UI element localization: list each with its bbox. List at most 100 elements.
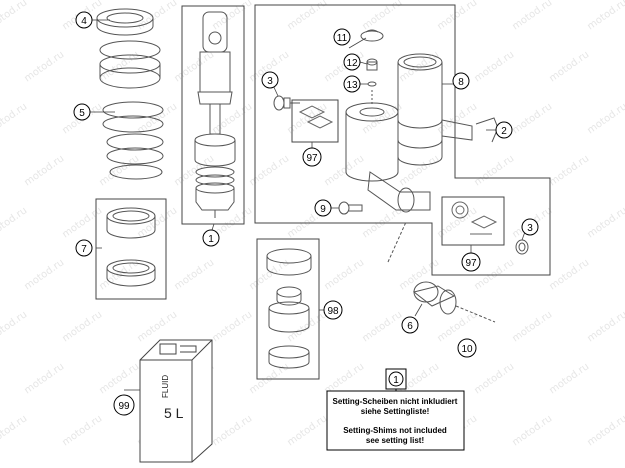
svg-text:11: 11 (337, 33, 348, 44)
fluid-can: FLUID 5 L (139, 339, 213, 463)
watermark-text: motod.ru (22, 49, 66, 84)
callout-7: 7 (75, 239, 93, 257)
bearing-bottom (451, 201, 498, 235)
watermark-text: motod.ru (585, 309, 625, 344)
watermark-text: motod.ru (0, 101, 29, 136)
watermark-text: motod.ru (60, 413, 104, 448)
setting-shims-note: 1 Setting-Scheiben nicht inkludiert sieh… (326, 368, 465, 451)
callout-4: 4 (75, 11, 93, 29)
svg-text:4: 4 (81, 16, 87, 27)
watermark-text: motod.ru (360, 309, 404, 344)
callout-2: 2 (495, 121, 513, 139)
watermark-text: motod.ru (0, 309, 29, 344)
watermark-text: motod.ru (322, 153, 366, 188)
watermark-text: motod.ru (547, 257, 591, 292)
watermark-text: motod.ru (547, 49, 591, 84)
callout-3-right: 3 (521, 218, 539, 236)
can-fluid-label: FLUID (161, 375, 170, 398)
watermark-text: motod.ru (0, 413, 29, 448)
watermark-text: motod.ru (510, 0, 554, 32)
watermark-text: motod.ru (22, 361, 66, 396)
svg-text:97: 97 (465, 258, 477, 269)
callout-3-left: 3 (261, 71, 279, 89)
svg-text:2: 2 (501, 126, 507, 137)
watermark-text: motod.ru (585, 0, 625, 32)
watermark-text: motod.ru (585, 413, 625, 448)
part-97-frame-top (291, 99, 339, 143)
watermark-text: motod.ru (22, 257, 66, 292)
bleed-screw (338, 201, 363, 215)
watermark-text: motod.ru (210, 101, 254, 136)
svg-text:7: 7 (81, 244, 87, 255)
watermark-text: motod.ru (22, 153, 66, 188)
svg-text:9: 9 (320, 204, 326, 215)
svg-text:98: 98 (327, 306, 339, 317)
svg-text:6: 6 (407, 321, 413, 332)
shock-body (345, 53, 499, 213)
guide-ring-pair (106, 207, 156, 287)
watermark-text: motod.ru (322, 257, 366, 292)
part-7-frame (95, 198, 167, 300)
svg-text:97: 97 (306, 153, 318, 164)
watermark-text: motod.ru (210, 0, 254, 32)
callout-98: 98 (323, 300, 343, 320)
watermark-text: motod.ru (397, 153, 441, 188)
watermark-text: motod.ru (472, 153, 516, 188)
bushing-left (273, 95, 300, 111)
watermark-text: motod.ru (547, 153, 591, 188)
watermark-text: motod.ru (0, 0, 29, 32)
part-1-frame (181, 5, 245, 225)
callout-97-top: 97 (302, 147, 322, 167)
part-98-frame (256, 238, 320, 380)
watermark-text: motod.ru (97, 153, 141, 188)
part-97-frame-bottom (441, 196, 505, 246)
watermark-text: motod.ru (585, 205, 625, 240)
watermark-text: motod.ru (172, 257, 216, 292)
callout-8: 8 (452, 72, 470, 90)
note-line-2: siehe Settingliste! (361, 407, 429, 416)
svg-text:99: 99 (118, 401, 130, 412)
watermark-text: motod.ru (547, 361, 591, 396)
watermark-text: motod.ru (585, 101, 625, 136)
watermark-text: motod.ru (210, 309, 254, 344)
watermark-text: motod.ru (210, 413, 254, 448)
watermark-text: motod.ru (60, 309, 104, 344)
damper-rod-assembly (194, 11, 236, 218)
svg-text:5: 5 (79, 108, 85, 119)
callout-1-rod: 1 (202, 229, 220, 247)
callout-97-bottom: 97 (461, 252, 481, 272)
cap-seal-parts (360, 29, 384, 104)
watermark-text: motod.ru (510, 413, 554, 448)
svg-text:13: 13 (346, 80, 358, 91)
part-8-frame (254, 4, 551, 276)
callout-10: 10 (457, 338, 477, 358)
watermark-text: motod.ru (472, 49, 516, 84)
watermark-text: motod.ru (247, 153, 291, 188)
callout-6: 6 (401, 316, 419, 334)
svg-text:3: 3 (527, 223, 533, 234)
watermark-text: motod.ru (135, 309, 179, 344)
callout-9: 9 (314, 199, 332, 217)
svg-text:12: 12 (346, 58, 358, 69)
callout-5: 5 (73, 103, 91, 121)
watermark-text: motod.ru (510, 309, 554, 344)
note-line-4: see setting list! (366, 436, 424, 445)
seal-head-set (266, 248, 312, 369)
watermark-text: motod.ru (60, 205, 104, 240)
watermark-text: motod.ru (0, 205, 29, 240)
spring-seat-group (96, 8, 164, 180)
watermark-text: motod.ru (510, 101, 554, 136)
can-volume-label: 5 L (164, 405, 184, 421)
watermark-text: motod.ru (97, 361, 141, 396)
watermark-text: motod.ru (435, 309, 479, 344)
svg-text:8: 8 (458, 77, 464, 88)
watermark-text: motod.ru (285, 413, 329, 448)
bearing-top (298, 105, 334, 129)
bushing-right (515, 239, 529, 255)
note-line-3: Setting-Shims not included (343, 426, 447, 435)
watermark-text: motod.ru (472, 361, 516, 396)
watermark-text: motod.ru (172, 49, 216, 84)
svg-text:10: 10 (461, 344, 473, 355)
watermark-text: motod.ru (322, 49, 366, 84)
